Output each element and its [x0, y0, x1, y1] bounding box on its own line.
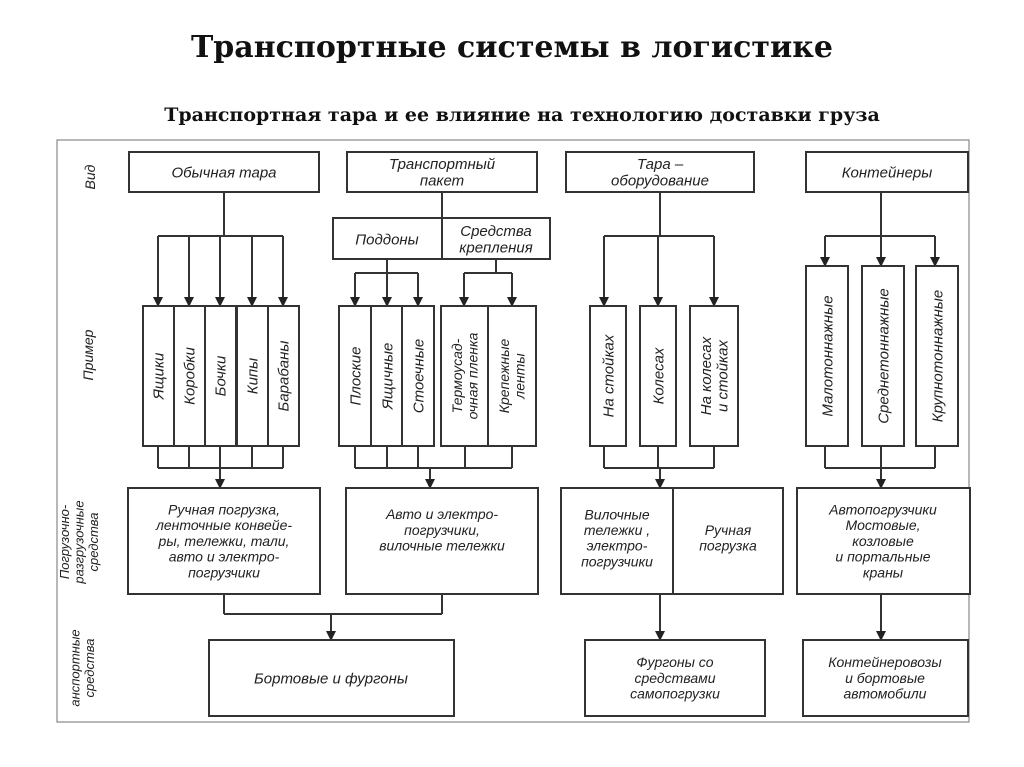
- loading-box-konteinery: [796, 487, 971, 595]
- example-box: [805, 265, 849, 447]
- example-label: Стоечные: [410, 339, 427, 413]
- example-label: Ящичные: [379, 343, 396, 411]
- example-label: Коробки: [181, 346, 198, 404]
- type-label-obychnaya-tara: Обычная тара: [171, 164, 276, 181]
- type-box-obychnaya-tara: [128, 151, 320, 193]
- example-box: [401, 305, 435, 447]
- type-box-konteinery: [805, 151, 969, 193]
- diagram-frame: [56, 139, 970, 723]
- transport-box-furgony: [584, 639, 766, 717]
- example-box: [204, 305, 237, 447]
- example-box: [440, 305, 489, 447]
- example-label: Крупнотоннажные: [929, 290, 946, 423]
- row-label-transport: анспортныесредства: [67, 629, 97, 706]
- loading-box-paket: [345, 487, 539, 595]
- sub-label-poddony: Поддоны: [355, 231, 418, 248]
- row-label-primer: Пример: [80, 329, 96, 380]
- type-box-transportnyi-paket: [346, 151, 538, 193]
- type-box-tara-oborudovanie: [565, 151, 755, 193]
- example-label: Малотоннажные: [819, 295, 836, 416]
- example-box: [639, 305, 677, 447]
- example-box: [689, 305, 739, 447]
- loading-box-obychnaya: [127, 487, 321, 595]
- example-label: Колесах: [650, 347, 667, 404]
- example-box: [487, 305, 537, 447]
- example-label: Термоусад-очная пленка: [449, 332, 481, 419]
- example-label: На колесахи стойках: [698, 336, 732, 415]
- sub-box-sredstva-krepleniya: [441, 217, 551, 260]
- example-label: На стойках: [600, 334, 617, 417]
- page-subtitle: Транспортная тара и ее влияние на технол…: [164, 104, 880, 126]
- loading-box-oborudovanie-a: [560, 487, 674, 595]
- example-label: Барабаны: [275, 341, 292, 412]
- example-box: [236, 305, 269, 447]
- example-box: [861, 265, 905, 447]
- page-title: Транспортные системы в логистике: [190, 30, 834, 65]
- example-label: Среднетоннажные: [875, 288, 892, 424]
- row-label-loading: Погрузочно-разгрузочныесредства: [57, 500, 101, 584]
- example-label: Ящики: [150, 352, 167, 400]
- loading-label-paket: Авто и электро-погрузчики,вилочные тележ…: [379, 506, 505, 553]
- type-label-konteinery: Контейнеры: [842, 164, 933, 181]
- loading-box-oborudovanie-b: [672, 487, 784, 595]
- example-label: Бочки: [212, 355, 229, 396]
- example-label: Кипы: [244, 358, 261, 394]
- loading-label-obychnaya: Ручная погрузка,ленточные конвейе-ры, те…: [155, 502, 292, 581]
- transport-box-bortovye: [208, 639, 455, 717]
- example-box: [142, 305, 175, 447]
- example-box: [370, 305, 404, 447]
- row-label-vid: Вид: [82, 164, 98, 189]
- example-label: Крепежныеленты: [496, 339, 528, 414]
- transport-label-bortovye: Бортовые и фургоны: [254, 670, 408, 687]
- transport-box-konteinerovozy: [802, 639, 969, 717]
- example-box: [267, 305, 300, 447]
- example-box: [915, 265, 959, 447]
- type-label-tara-oborudovanie: Тара –оборудование: [611, 156, 709, 190]
- example-label: Плоские: [347, 347, 364, 406]
- example-box: [589, 305, 627, 447]
